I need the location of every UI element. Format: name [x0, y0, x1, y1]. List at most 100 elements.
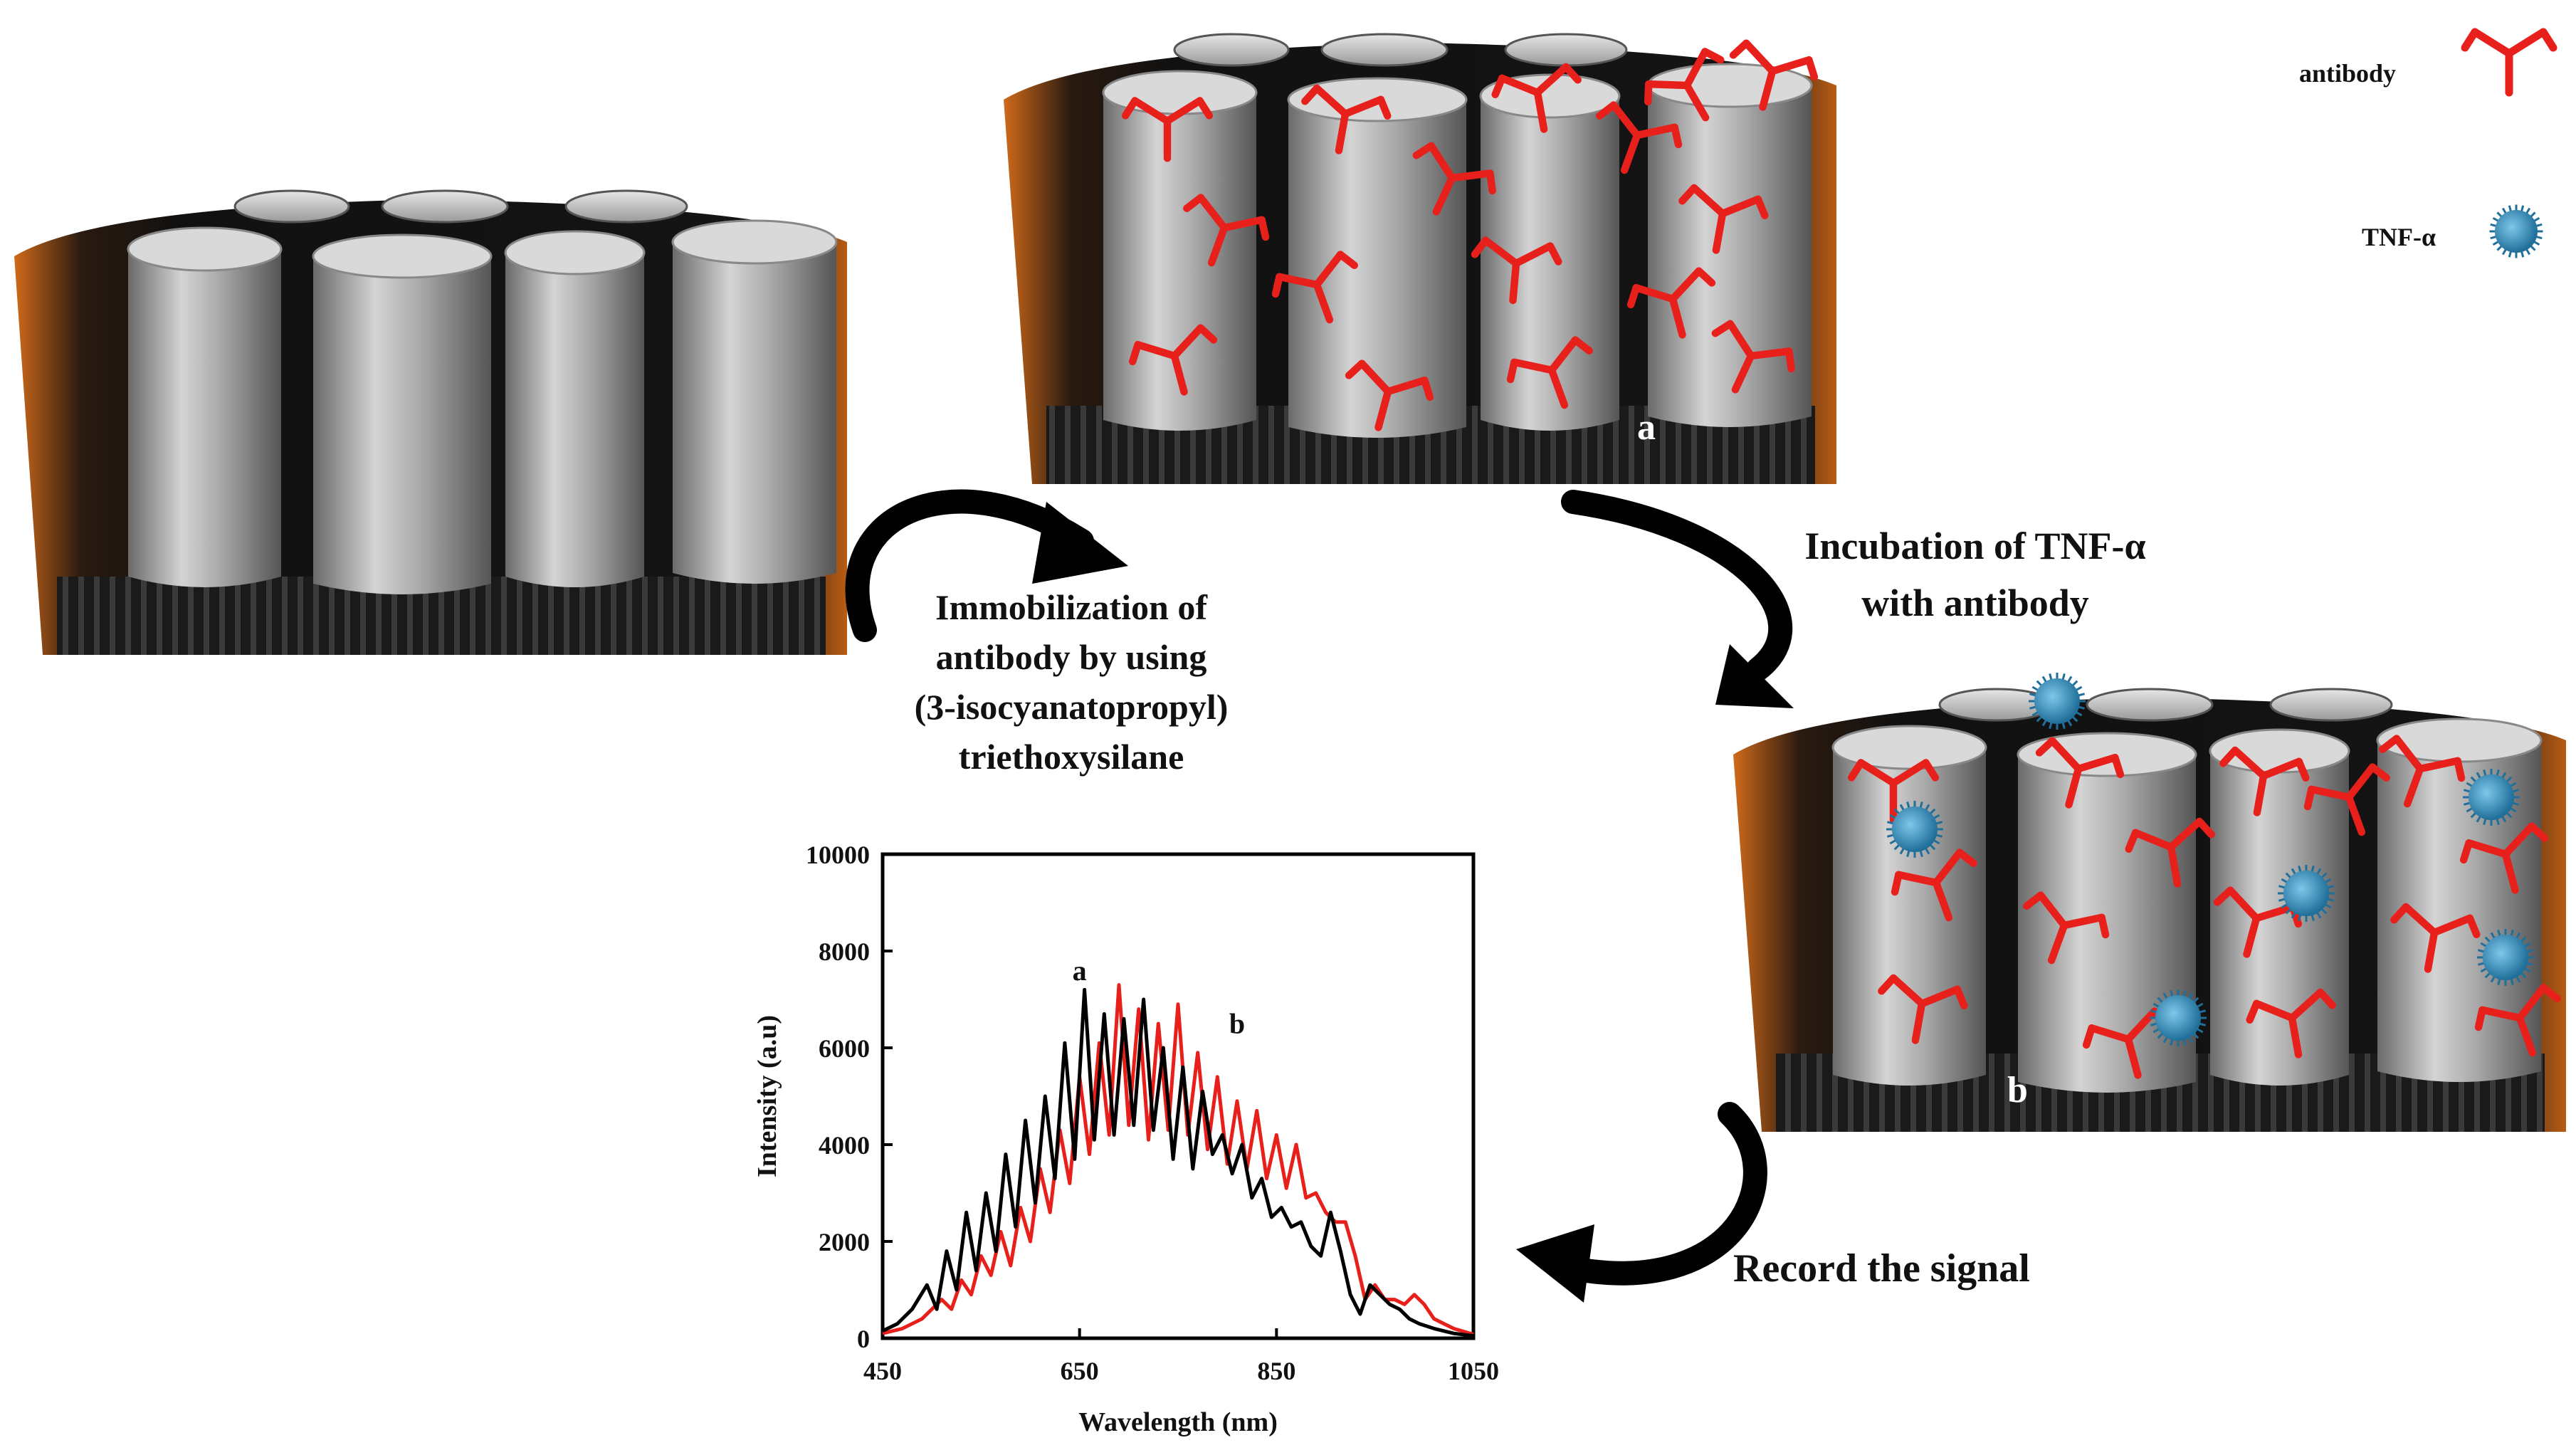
tnf-alpha-icon [2477, 929, 2534, 986]
antibody-icon [2461, 28, 2557, 97]
pore-cylinder [1288, 100, 1466, 438]
pore-opening [504, 230, 646, 275]
pore-cylinder [1648, 85, 1812, 427]
pore-opening [127, 226, 283, 272]
x-axis-label: Wavelength (nm) [1078, 1407, 1278, 1437]
x-tick-label: 850 [1257, 1357, 1295, 1385]
x-axis-ticks: 450 650 850 1050 [863, 1328, 1499, 1385]
antibody-icon [2213, 886, 2303, 958]
arrow-step3-head-icon [1516, 1224, 1594, 1303]
antibody-icon [2246, 988, 2336, 1058]
legend-antibody-label: antibody [2299, 59, 2396, 88]
pore-cylinder [2210, 751, 2349, 1086]
antibody-icon [1271, 251, 1358, 324]
tnf-alpha-icon [1886, 801, 1943, 858]
antibody-icon [1128, 324, 1218, 396]
antibody-icon [2379, 735, 2466, 808]
step2-label: Incubation of TNF-α with antibody [1804, 525, 2145, 624]
y-tick-label: 0 [857, 1325, 870, 1353]
arrow-step1-icon [845, 489, 1094, 642]
y-tick-label: 6000 [819, 1034, 870, 1063]
antibody-icon [2219, 746, 2310, 816]
tnf-alpha-icon [2489, 204, 2543, 258]
arrow-step1-head-icon [1032, 502, 1128, 584]
antibody-icon [1711, 320, 1795, 394]
arrow-step2-icon [1561, 490, 1793, 681]
antibody-icon [1729, 39, 1819, 111]
pore-cap [2086, 688, 2214, 722]
antibody-icon [1891, 849, 1977, 922]
pore-cap [1504, 33, 1628, 67]
antibody-icon [2023, 891, 2110, 965]
antibody-icon [1471, 236, 1562, 305]
antibody-icon [1412, 142, 1496, 216]
tnf-alpha-icon [2278, 865, 2335, 922]
annotation-label: b [1229, 1008, 1245, 1040]
pore-cap [233, 189, 350, 224]
svg-text:(3-isocyanatopropyl): (3-isocyanatopropyl) [915, 687, 1229, 727]
pore-cylinder [2377, 740, 2541, 1082]
antibody-icon [1506, 336, 1593, 409]
antibody-icon [1878, 974, 1968, 1044]
antibody-icon [2303, 763, 2390, 836]
x-tick-label: 650 [1061, 1357, 1099, 1385]
structure-label-a: a [1637, 407, 1656, 448]
svg-text:Incubation of TNF-α: Incubation of TNF-α [1804, 525, 2145, 567]
tnf-alpha-icon [2150, 989, 2207, 1046]
antibody-tnf-silicon [1733, 673, 2566, 1132]
antibody-icon [1301, 84, 1392, 154]
pore-opening [312, 233, 493, 279]
pore-opening [1831, 725, 1987, 770]
antibody-icon [2461, 28, 2557, 97]
y-tick-label: 4000 [819, 1131, 870, 1160]
antibody-icon [1644, 48, 1725, 122]
legend-tnf-label: TNF-α [2362, 223, 2436, 251]
antibody-icon [1345, 359, 1434, 431]
antibody-icon [1491, 63, 1582, 133]
y-tick-label: 2000 [819, 1228, 870, 1256]
y-axis-ticks: 0 2000 4000 6000 8000 10000 [806, 841, 893, 1353]
pore-cylinder [313, 256, 491, 594]
pore-cap [381, 189, 509, 224]
chart-series [881, 983, 1474, 1338]
pore-cylinder [1833, 747, 1986, 1086]
arrow-step3-icon [1554, 1102, 1767, 1286]
y-tick-label: 10000 [806, 841, 870, 869]
antibody-icon [2459, 822, 2549, 894]
tnf-alpha-icon [2489, 204, 2543, 258]
structure-label-b: b [2007, 1070, 2028, 1110]
antibody-immobilized-silicon [1004, 33, 1836, 484]
pore-cylinder [2018, 755, 2196, 1093]
antibody-icon [1847, 759, 1940, 824]
y-tick-label: 8000 [819, 937, 870, 966]
antibody-icon [2035, 737, 2125, 809]
antibody-icon [1596, 101, 1683, 174]
pore-cylinder [505, 253, 644, 587]
pore-cap [1173, 33, 1290, 67]
annotation-label: a [1073, 955, 1087, 987]
series-line-a [881, 987, 1474, 1338]
bare-porous-silicon [14, 189, 847, 655]
arrow-step2-head-icon [1715, 644, 1794, 708]
svg-text:antibody by using: antibody by using [936, 637, 1207, 677]
antibody-icon [2125, 817, 2215, 888]
svg-text:with antibody: with antibody [1861, 582, 2089, 624]
step1-label: Immobilization of antibody by using (3-i… [915, 587, 1229, 777]
pore-opening [2017, 732, 2197, 777]
pore-cap [564, 189, 688, 224]
y-axis-label: Intensity (a.u) [752, 1015, 782, 1177]
tnf-alpha-icon [2463, 769, 2520, 826]
pore-cylinder [673, 242, 836, 584]
x-tick-label: 450 [863, 1357, 902, 1385]
antibody-icon [1626, 267, 1716, 339]
pore-opening [671, 219, 838, 265]
svg-text:Immobilization of: Immobilization of [935, 587, 1208, 627]
pore-cylinder [128, 249, 281, 587]
tnf-alpha-icon [2029, 673, 2086, 730]
step3-label: Record the signal [1733, 1246, 2030, 1291]
x-tick-label: 1050 [1448, 1357, 1499, 1385]
antibody-icon [2474, 984, 2561, 1057]
legend: antibody TNF-α [2299, 28, 2557, 258]
